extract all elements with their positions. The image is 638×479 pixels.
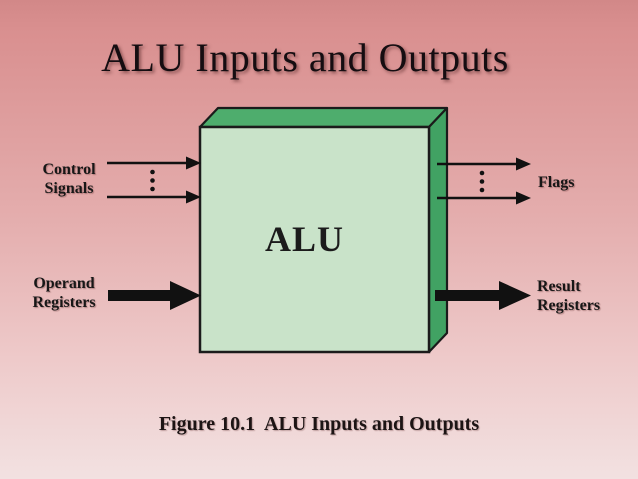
label-flags: Flags [538, 174, 575, 191]
flags-arrow-1 [437, 157, 531, 171]
control-signals-arrow-1 [107, 156, 201, 170]
slide-title: ALU Inputs and Outputs [101, 35, 509, 80]
label-control-signals: Control Signals [42, 161, 96, 197]
alu-box-label: ALU [264, 219, 344, 259]
flags-arrow-2 [437, 191, 531, 205]
alu-box-side-face [427, 106, 449, 354]
figure-caption: Figure 10.1 ALU Inputs and Outputs [158, 413, 480, 435]
control-signals-ellipsis-dots [150, 169, 155, 192]
label-result-registers: Result Registers [537, 278, 601, 314]
alu-box-top-face [198, 106, 449, 129]
flags-ellipsis-dots [479, 170, 485, 193]
result-registers-arrow [435, 281, 531, 310]
control-signals-arrow-2 [107, 190, 201, 204]
label-operand-registers: Operand Registers [32, 275, 96, 311]
alu-box-front-face [198, 125, 431, 354]
operand-registers-arrow [108, 281, 201, 310]
